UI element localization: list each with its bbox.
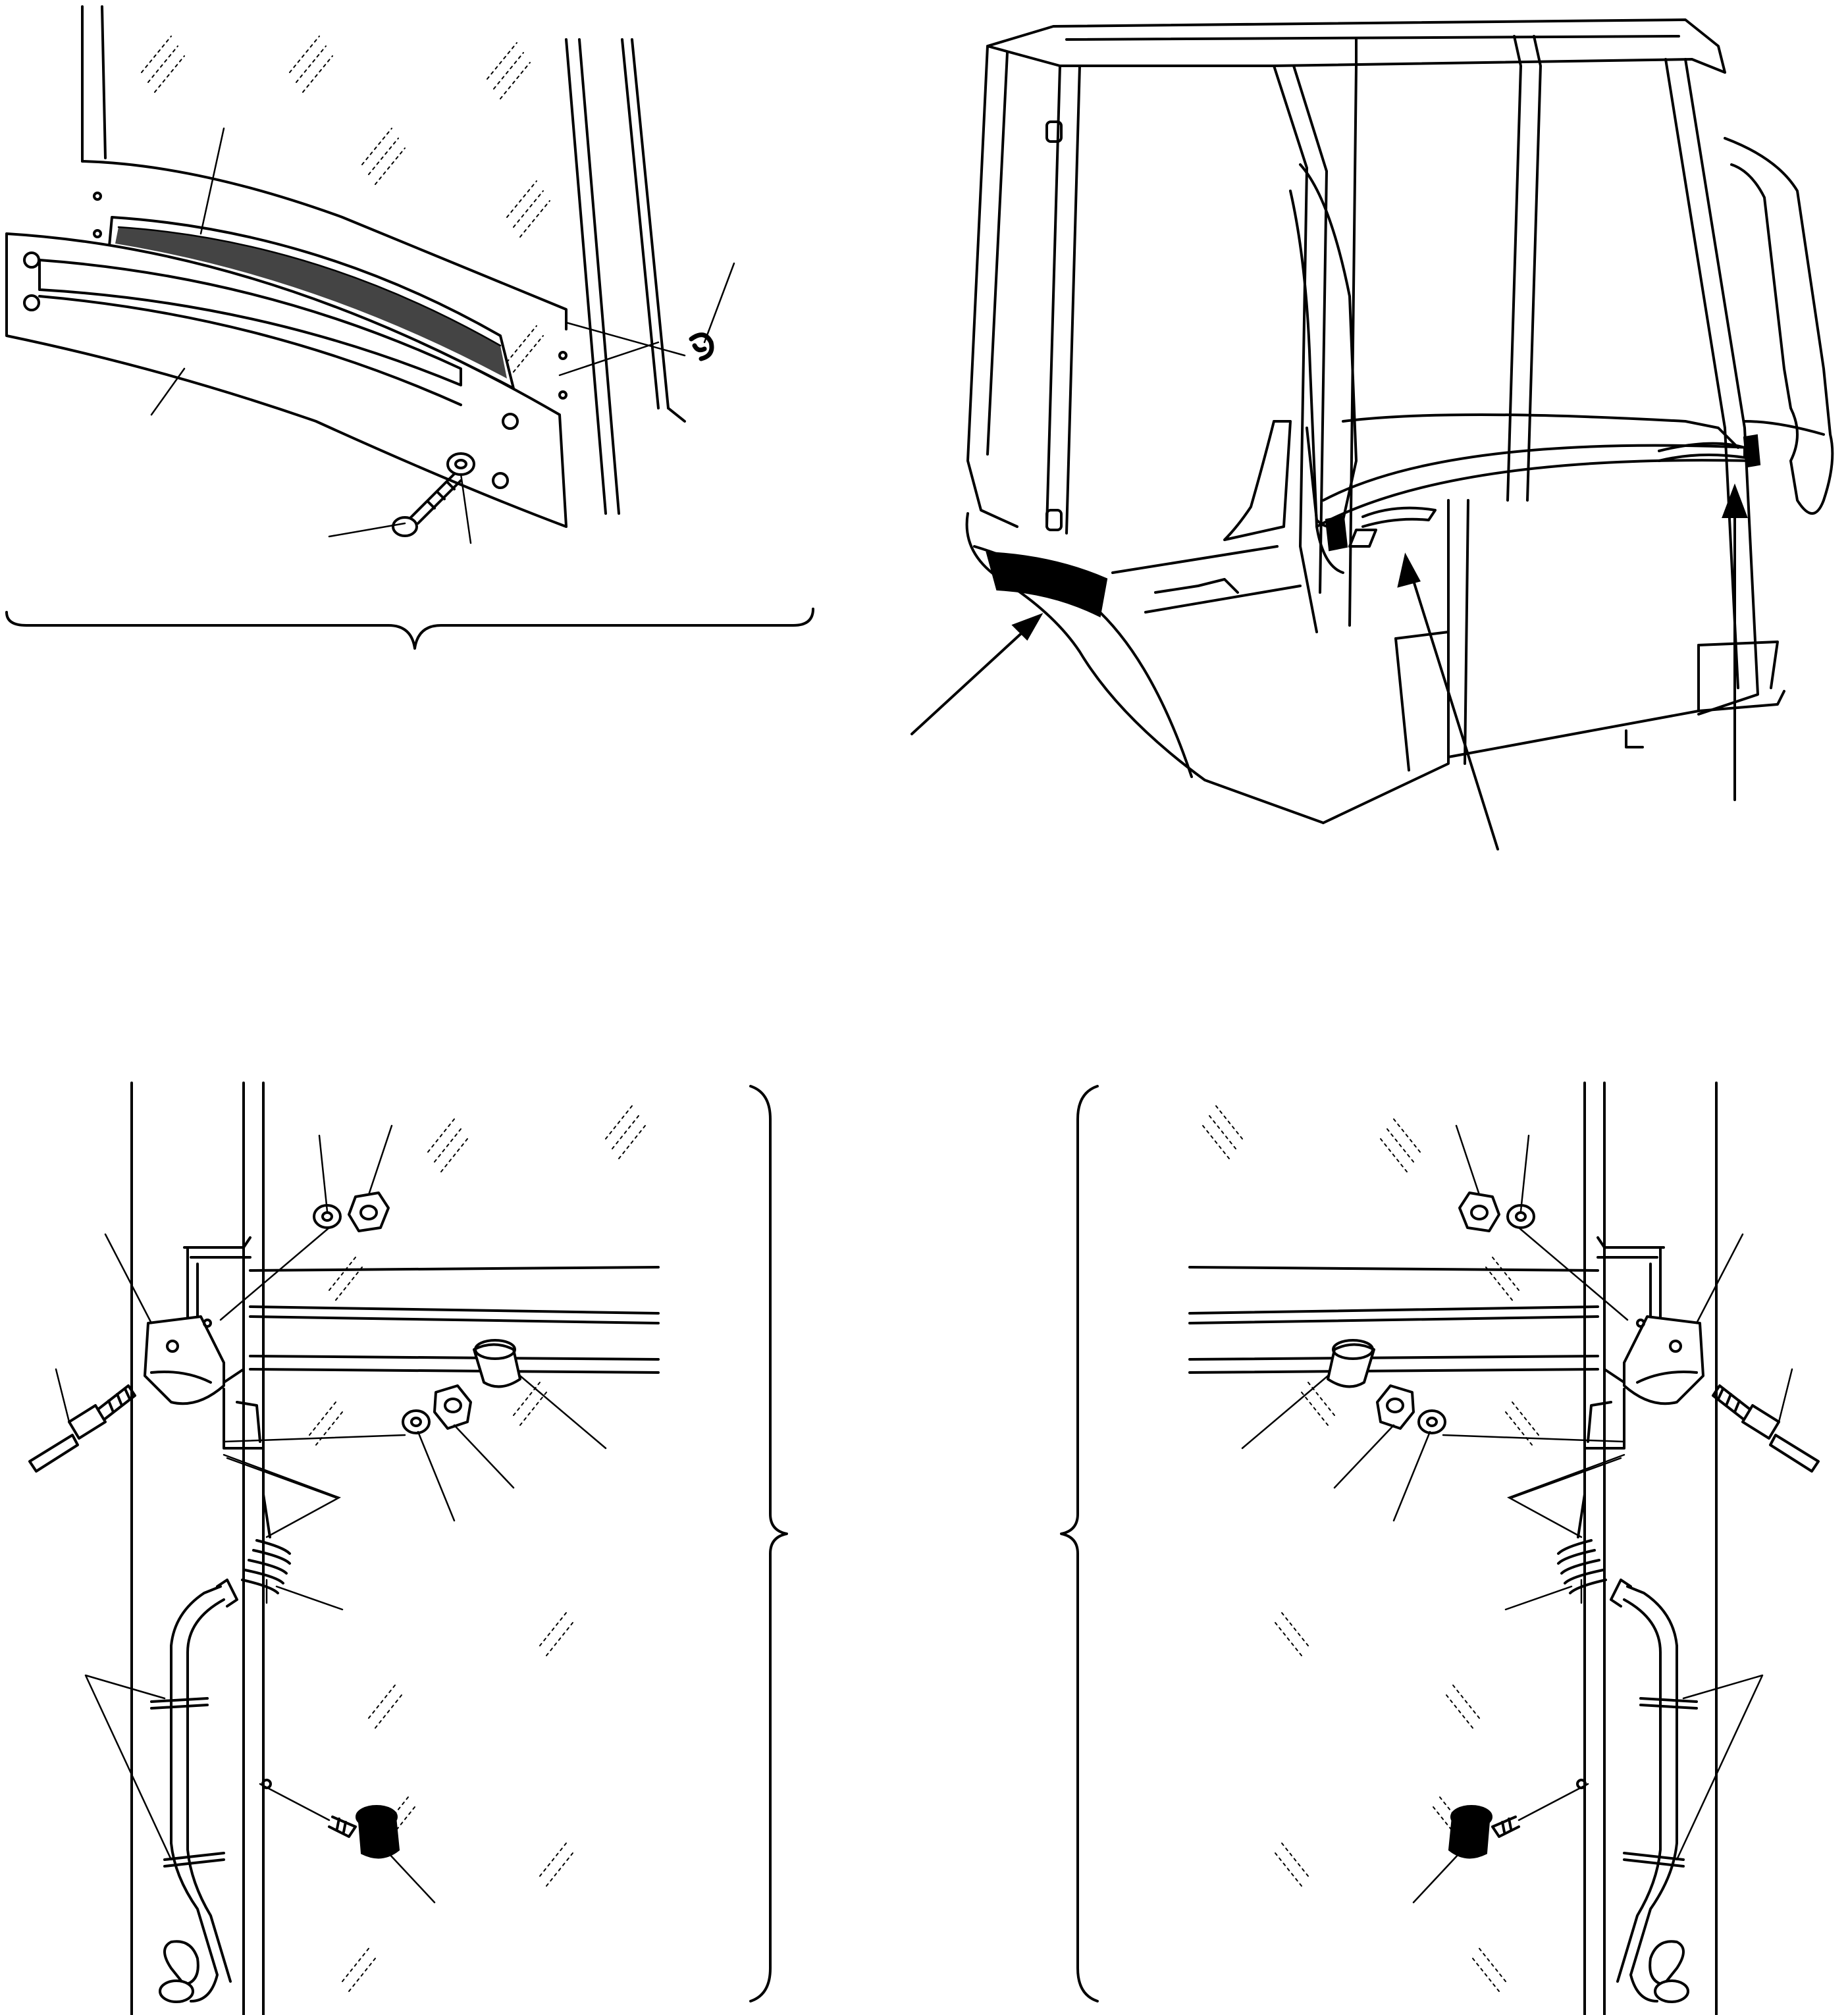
knob bbox=[1448, 1805, 1520, 1859]
cab-roof bbox=[986, 18, 1726, 74]
leader-lines bbox=[55, 1124, 607, 1904]
hinge-pin bbox=[1045, 120, 1063, 143]
group-brace bbox=[5, 608, 814, 650]
handle-rod bbox=[1610, 1579, 1698, 2003]
filter-cover bbox=[5, 232, 568, 528]
spring bbox=[1557, 1493, 1607, 1594]
nut bbox=[1458, 1191, 1500, 1232]
centre-pillar bbox=[1273, 65, 1318, 633]
washer bbox=[313, 1204, 431, 1434]
glass-hatching bbox=[309, 1105, 646, 1992]
rubber-stop bbox=[1327, 1339, 1375, 1388]
leader-lines bbox=[150, 127, 735, 544]
bushing bbox=[1376, 1384, 1415, 1430]
frame-hole bbox=[93, 192, 102, 201]
bracket bbox=[144, 1315, 225, 1405]
cab-overview-view bbox=[911, 18, 1834, 850]
hinge-pin bbox=[1045, 509, 1063, 531]
frame-hole bbox=[558, 351, 568, 360]
washer bbox=[1417, 1204, 1535, 1434]
glass-frame-right bbox=[1188, 1082, 1718, 2015]
bushing bbox=[433, 1384, 472, 1430]
front-left-seal-marker bbox=[986, 551, 1108, 617]
rear-pillar bbox=[1684, 58, 1759, 716]
glass-frame-left bbox=[130, 1082, 660, 2015]
bolt bbox=[1712, 1384, 1820, 1473]
glass-hatching bbox=[141, 36, 550, 373]
handle-rod bbox=[150, 1579, 238, 2003]
floor-deck bbox=[1111, 545, 1302, 614]
group-brace bbox=[749, 1085, 788, 2002]
nut bbox=[348, 1191, 390, 1232]
bracket bbox=[1623, 1315, 1704, 1405]
spring bbox=[241, 1493, 291, 1594]
window-frame bbox=[81, 5, 686, 515]
knob bbox=[328, 1805, 400, 1859]
washer bbox=[446, 452, 475, 476]
screw bbox=[392, 473, 462, 537]
bolt bbox=[28, 1384, 136, 1473]
front-pillar bbox=[966, 45, 1018, 528]
group-brace bbox=[1060, 1085, 1099, 2002]
handrail bbox=[1724, 137, 1834, 515]
door-catch-left-view bbox=[28, 1082, 788, 2015]
air-filter-detail-view bbox=[5, 5, 814, 650]
callout-arrows bbox=[911, 483, 1748, 850]
door-catch-left-marker bbox=[1325, 506, 1437, 552]
frame-hole bbox=[93, 229, 102, 238]
fender bbox=[965, 512, 1325, 824]
leader-lines bbox=[1241, 1124, 1793, 1904]
frame-hole bbox=[558, 390, 568, 400]
rubber-stop bbox=[473, 1339, 521, 1388]
door-catch-right-view bbox=[1060, 1082, 1820, 2015]
seat bbox=[1223, 420, 1292, 541]
door-catch-right-marker bbox=[1658, 434, 1761, 468]
glass-hatching bbox=[1202, 1105, 1539, 1992]
clip bbox=[689, 332, 714, 361]
